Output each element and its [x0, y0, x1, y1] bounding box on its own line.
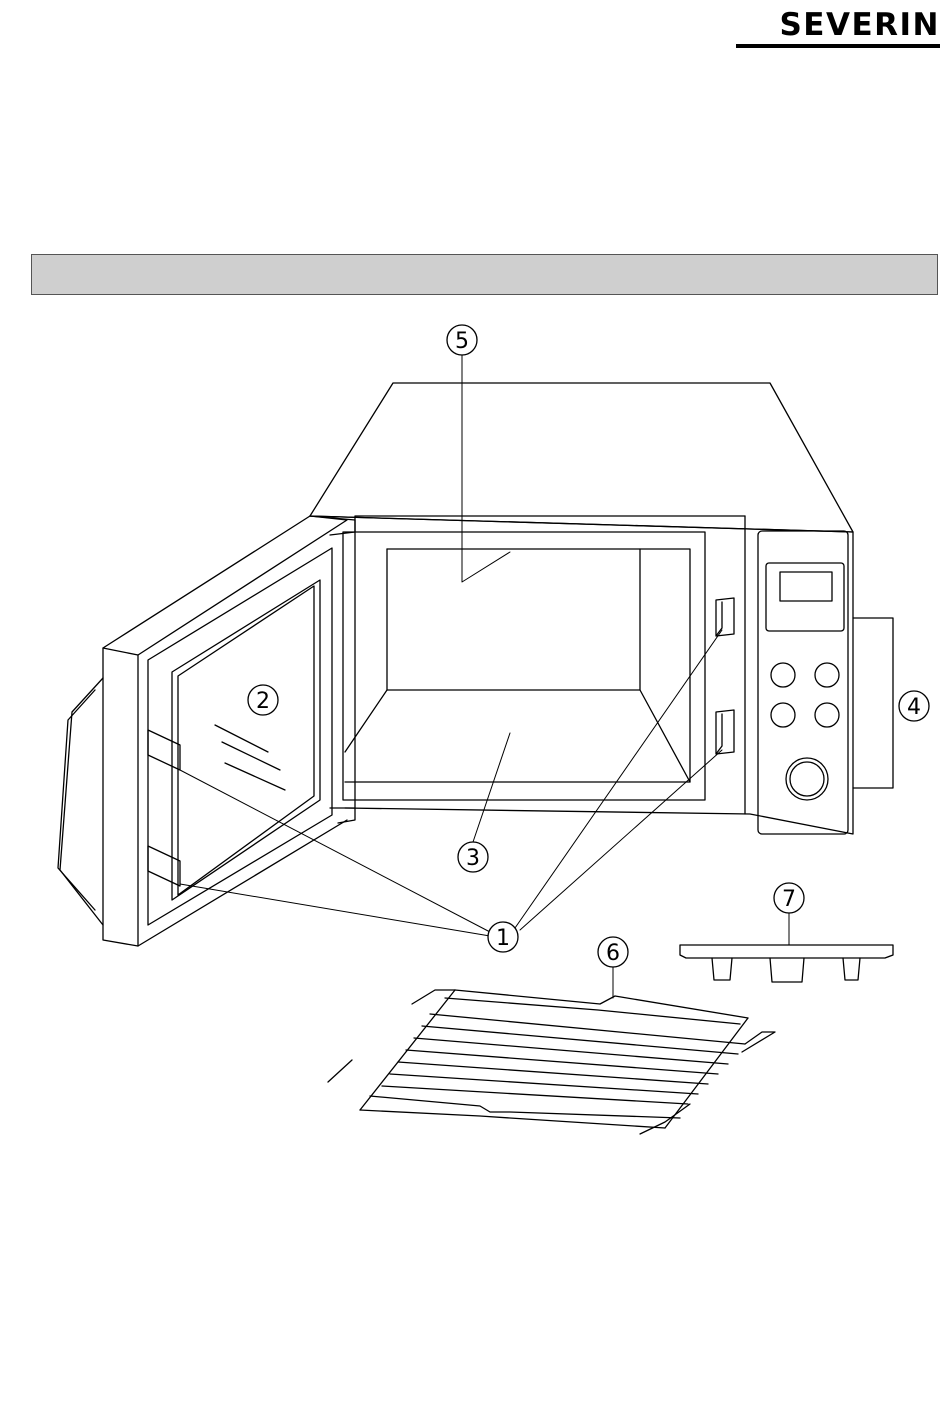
callout-2: 2 [248, 685, 278, 715]
svg-text:1: 1 [496, 926, 510, 951]
svg-text:4: 4 [907, 695, 921, 720]
svg-text:6: 6 [606, 941, 620, 966]
callout-5: 5 [447, 325, 477, 355]
wire-rack [328, 990, 775, 1134]
baking-tray [680, 945, 893, 982]
callout-3: 3 [458, 842, 488, 872]
control-panel [758, 531, 848, 834]
microwave-body [310, 383, 853, 834]
svg-text:7: 7 [782, 887, 796, 912]
svg-text:2: 2 [256, 689, 270, 714]
svg-text:3: 3 [466, 846, 480, 871]
callout-4: 4 [899, 691, 929, 721]
control-panel-bracket [853, 618, 893, 788]
callout-1: 1 [488, 922, 518, 952]
svg-text:5: 5 [455, 329, 469, 354]
leader-lines [180, 355, 789, 998]
callout-6: 6 [598, 937, 628, 967]
callout-7: 7 [774, 883, 804, 913]
microwave-door [58, 516, 355, 946]
